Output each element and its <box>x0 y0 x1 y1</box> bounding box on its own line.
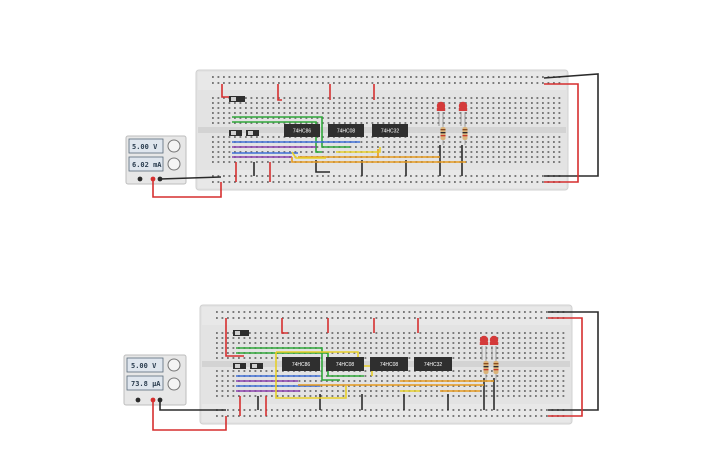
chip-label: 74HC32 <box>424 362 443 368</box>
wire-yellow[interactable] <box>291 151 326 159</box>
chip-label: 74HC86 <box>292 362 311 368</box>
switch-knob[interactable] <box>231 97 236 101</box>
ground-terminal[interactable] <box>157 397 163 403</box>
wire-black[interactable] <box>548 311 599 411</box>
power-supply[interactable]: 5.00 V 6.02 mA <box>125 135 187 185</box>
current-readout: 6.02 mA <box>132 161 162 169</box>
power-supply[interactable]: 5.00 V 73.8 µA <box>123 354 187 406</box>
chip-74hc08[interactable]: 74HC08 <box>326 357 364 371</box>
wire-green[interactable] <box>232 116 350 148</box>
hole-grid <box>212 76 561 183</box>
chip-label: 74HC08 <box>380 362 399 368</box>
switch-knob[interactable] <box>235 331 240 335</box>
led-1[interactable] <box>479 335 489 360</box>
current-readout: 73.8 µA <box>131 380 161 388</box>
chip-74hc86[interactable]: 74HC86 <box>282 357 320 371</box>
switch-knob[interactable] <box>231 131 236 135</box>
bottom-power-rail <box>198 170 566 188</box>
bottom-power-rail <box>202 404 570 422</box>
resistor-1[interactable] <box>440 124 446 145</box>
switches <box>233 330 263 369</box>
wire-black[interactable] <box>159 402 226 411</box>
wire-orange[interactable] <box>291 157 466 163</box>
wire-red[interactable] <box>544 83 579 183</box>
wire-black[interactable] <box>315 160 330 173</box>
chip-74hc08[interactable]: 74HC08 <box>370 357 408 371</box>
slide-switch[interactable] <box>233 330 249 336</box>
wire-black[interactable] <box>159 176 222 180</box>
current-display <box>128 156 164 172</box>
wire-yellow[interactable] <box>275 352 347 399</box>
breadboard <box>195 69 569 191</box>
wire-green[interactable] <box>236 347 340 381</box>
wire-black[interactable] <box>543 73 599 177</box>
led-1[interactable] <box>436 101 446 126</box>
wire-red[interactable] <box>277 84 282 101</box>
current-display <box>126 375 164 391</box>
chip-label: 74HC86 <box>293 129 312 135</box>
circuit-bottom: 74HC86 74HC08 74HC08 74HC32 <box>123 304 599 431</box>
wires <box>221 73 599 183</box>
wire-yellow[interactable] <box>336 147 381 153</box>
voltage-display <box>126 357 164 373</box>
negative-terminal[interactable] <box>137 176 143 182</box>
voltage-readout: 5.00 V <box>132 143 158 151</box>
positive-terminal[interactable] <box>150 176 156 182</box>
chip-label: 74HC32 <box>381 129 400 135</box>
chip-label: 74HC08 <box>336 362 355 368</box>
resistor-2[interactable] <box>462 124 468 145</box>
chip-label: 74HC08 <box>337 129 356 135</box>
resistor-2[interactable] <box>493 358 499 380</box>
slide-switch[interactable] <box>229 96 245 102</box>
top-power-rail <box>202 307 570 325</box>
wire-red[interactable] <box>152 181 222 198</box>
switch-knob[interactable] <box>248 131 253 135</box>
voltage-knob[interactable] <box>167 139 181 153</box>
voltage-display <box>128 138 164 154</box>
chip-74hc32[interactable]: 74HC32 <box>414 357 452 371</box>
switch-knob[interactable] <box>235 364 240 368</box>
negative-terminal[interactable] <box>135 397 141 403</box>
chip-74hc32[interactable]: 74HC32 <box>372 124 408 137</box>
led-2[interactable] <box>458 101 468 126</box>
current-knob[interactable] <box>167 157 181 171</box>
voltage-readout: 5.00 V <box>131 362 157 370</box>
led-2[interactable] <box>489 335 499 360</box>
wire-red[interactable] <box>281 318 288 334</box>
wire-red[interactable] <box>225 318 244 357</box>
chip-74hc86[interactable]: 74HC86 <box>284 124 320 137</box>
voltage-knob[interactable] <box>167 358 181 372</box>
current-knob[interactable] <box>167 377 181 391</box>
resistor-1[interactable] <box>483 358 489 380</box>
switch-knob[interactable] <box>252 364 257 368</box>
wire-red[interactable] <box>548 317 583 417</box>
wire-red[interactable] <box>152 402 227 431</box>
circuit-top: 74HC86 74HC08 74HC32 <box>125 69 599 198</box>
switches <box>229 96 259 136</box>
positive-terminal[interactable] <box>150 397 156 403</box>
top-power-rail <box>198 72 566 90</box>
chip-74hc08[interactable]: 74HC08 <box>328 124 364 137</box>
